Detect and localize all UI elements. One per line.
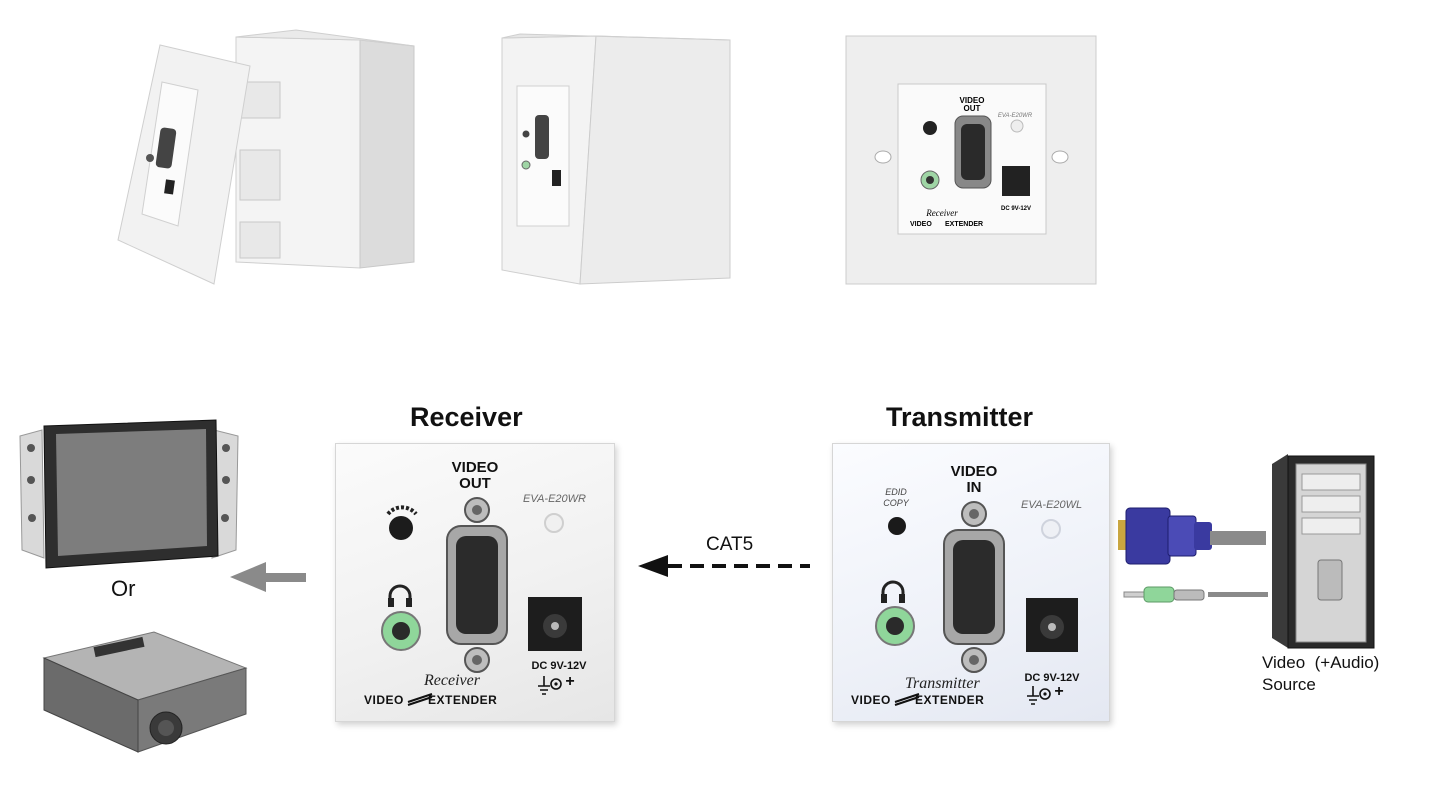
projector-image: [34, 628, 250, 758]
volume-knob-icon: [380, 504, 422, 544]
receiver-brand-right: EXTENDER: [428, 693, 497, 707]
receiver-title: Receiver: [410, 402, 523, 433]
receiver-port-label: VIDEO OUT: [435, 460, 515, 492]
transmitter-title: Transmitter: [886, 402, 1033, 433]
svg-text:EVA-E20WR: EVA-E20WR: [998, 113, 1033, 119]
transmitter-brand-left: VIDEO: [851, 693, 891, 707]
receiver-plate: VIDEO OUT EVA-E20WR DC 9V-12V + Receiver…: [335, 443, 615, 722]
receiver-script-name: Receiver: [424, 672, 480, 690]
source-label: Video (+Audio) Source: [1262, 652, 1379, 696]
assembled-box-photo: [502, 34, 730, 284]
back-box-side: [360, 40, 414, 268]
transmitter-model: EVA-E20WL: [1021, 499, 1082, 511]
headphone-icon: [386, 584, 414, 608]
transmitter-plate: VIDEO IN EVA-E20WL EDID COPY DC 9V-12V +…: [832, 443, 1110, 722]
svg-text:Receiver: Receiver: [925, 208, 958, 218]
mount-tab: [240, 222, 280, 258]
headphone-icon: [879, 580, 907, 604]
transmitter-script-name: Transmitter: [905, 675, 980, 693]
svg-text:VIDEO: VIDEO: [910, 221, 932, 228]
edid-copy-button[interactable]: [885, 514, 909, 538]
mount-tab: [240, 150, 280, 200]
audio-jack-icon: [873, 604, 917, 648]
transmitter-brand-right: EXTENDER: [915, 693, 984, 707]
svg-text:EXTENDER: EXTENDER: [945, 221, 983, 228]
pc-side: [1272, 454, 1288, 648]
front-plate-photo: VIDEO OUT EVA-E20WR DC 9V-12V Receiver V…: [846, 36, 1096, 284]
cat5-dashed-arrow: [634, 552, 814, 580]
receiver-led-icon: [543, 512, 565, 534]
dc-polarity-icon: [536, 674, 564, 698]
box-front: [580, 36, 730, 284]
vga-port-icon: [444, 496, 510, 674]
svg-text:DC 9V-12V: DC 9V-12V: [1001, 206, 1031, 212]
edid-copy-label: EDID COPY: [879, 487, 913, 509]
monitor-screen: [56, 429, 207, 556]
dc-polarity-icon: [1025, 684, 1053, 708]
transmitter-led-icon: [1040, 518, 1062, 540]
product-photos: VIDEO OUT EVA-E20WR DC 9V-12V Receiver V…: [0, 0, 1450, 320]
or-label: Or: [111, 578, 135, 600]
transmitter-polarity: +: [1051, 684, 1067, 700]
audio-jack-icon: [379, 609, 423, 653]
transmitter-port-label: VIDEO IN: [934, 464, 1014, 496]
dc-jack-icon: [527, 596, 583, 652]
exploded-view-photo: [118, 30, 414, 284]
monitor-image: [14, 418, 244, 578]
pc-tower-image: [1262, 450, 1378, 652]
receiver-brand-left: VIDEO: [364, 693, 404, 707]
receiver-polarity: +: [562, 674, 578, 690]
output-arrow: [226, 560, 310, 594]
receiver-dc-label: DC 9V-12V: [526, 658, 592, 674]
receiver-model: EVA-E20WR: [523, 493, 586, 505]
vga-port-icon: [941, 500, 1007, 674]
audio-cable-image: [1122, 582, 1270, 608]
svg-text:OUT: OUT: [964, 104, 981, 113]
dc-jack-icon: [1025, 597, 1079, 653]
vga-cable-image: [1116, 502, 1270, 574]
